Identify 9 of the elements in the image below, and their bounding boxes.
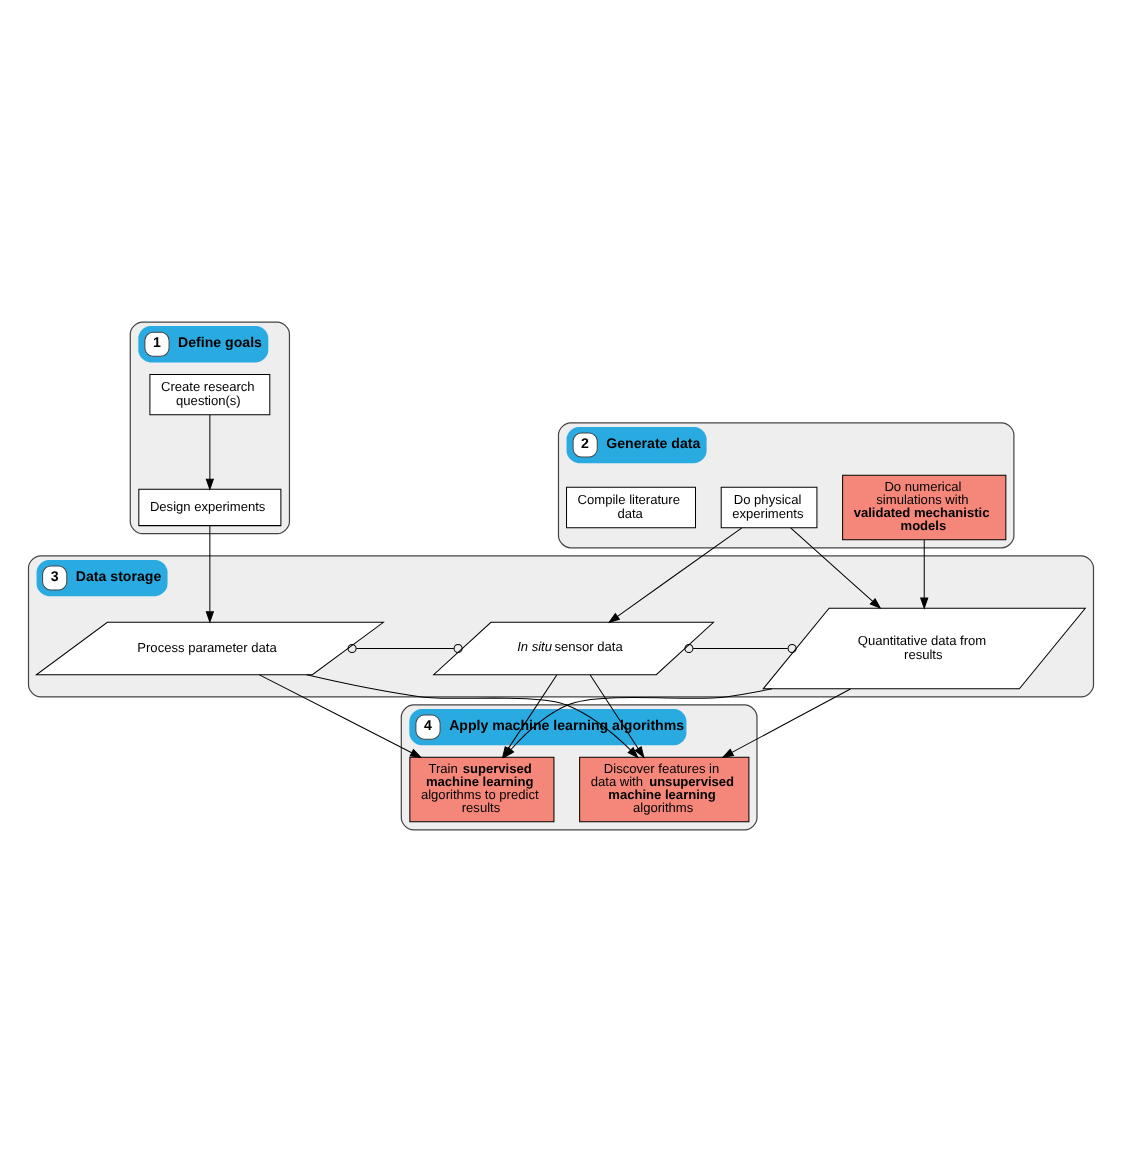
arrow [721, 688, 851, 758]
arrow [205, 414, 215, 491]
connector [347, 644, 463, 654]
arrow [589, 674, 645, 759]
arrow [607, 527, 743, 624]
arrow [920, 539, 929, 610]
arrow [205, 525, 215, 624]
arrow [258, 674, 423, 759]
connector [684, 644, 797, 654]
